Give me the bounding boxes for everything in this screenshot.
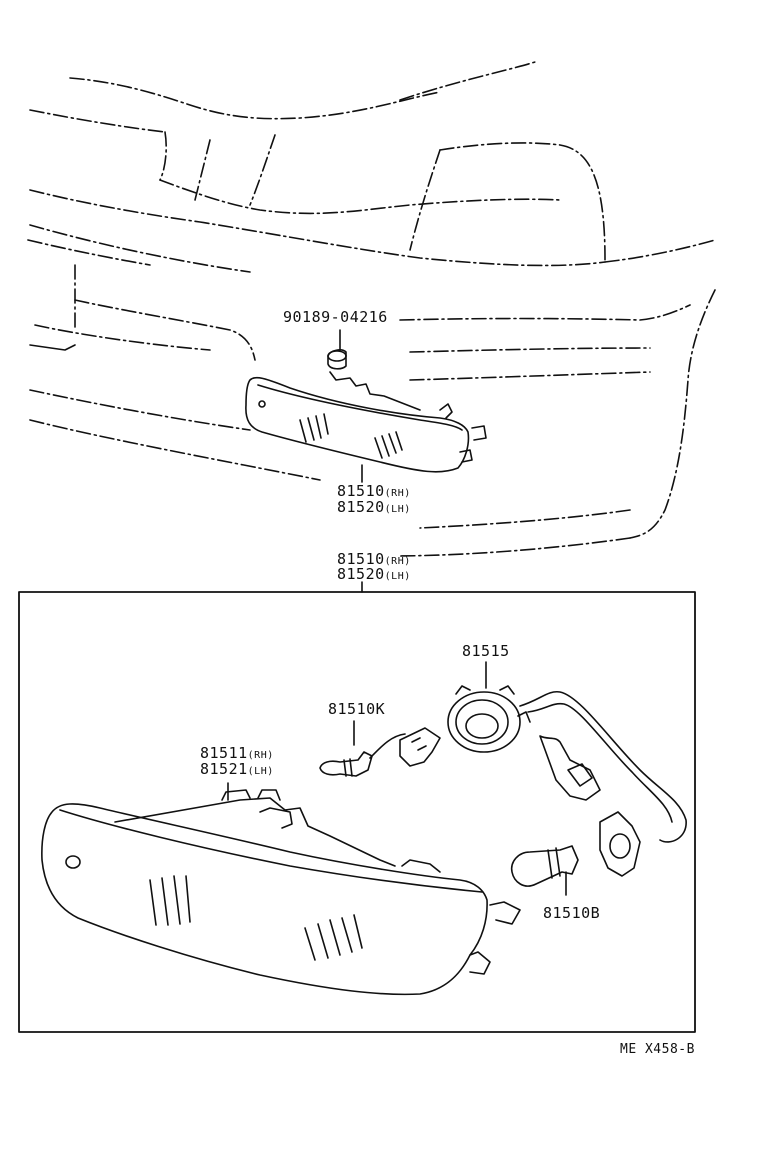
top-lamp-rh-number: 81510(RH) — [337, 484, 411, 499]
box-assembly-lh-number: 81520(LH) — [337, 567, 411, 582]
large-bulb — [510, 845, 579, 896]
clip-part-number: 90189-04216 — [283, 308, 388, 326]
car-body-outline — [27, 61, 716, 557]
top-lh-sfx: (LH) — [384, 504, 411, 515]
lens-lh-number: 81521(LH) — [200, 762, 274, 777]
lens-assembly — [41, 782, 521, 996]
box-lh-num: 81520 — [337, 565, 385, 583]
installed-turn-lamp — [245, 371, 487, 483]
lens-lh-sfx: (LH) — [247, 766, 274, 777]
lens-lh-num: 81521 — [200, 760, 248, 778]
top-lamp-lh-number: 81520(LH) — [337, 500, 411, 515]
lens-rh-number: 81511(RH) — [200, 746, 274, 761]
lens-rh-sfx: (RH) — [247, 750, 274, 761]
exploded-view-box — [18, 591, 696, 1033]
box-assembly-rh-number: 81510(RH) — [337, 552, 411, 567]
small-bulb-part-number: 81510K — [328, 700, 386, 718]
bumper-notch — [29, 344, 76, 351]
socket-part-number: 81515 — [462, 642, 510, 660]
lens-rh-num: 81511 — [200, 744, 248, 762]
box-lh-sfx: (LH) — [384, 571, 411, 582]
small-bulb-wire — [319, 720, 441, 777]
box-rh-sfx: (RH) — [384, 556, 411, 567]
top-rh-num: 81510 — [337, 482, 385, 500]
box-rh-num: 81510 — [337, 550, 385, 568]
top-lh-num: 81520 — [337, 498, 385, 516]
large-bulb-part-number: 81510B — [543, 904, 601, 922]
top-rh-sfx: (RH) — [384, 488, 411, 499]
diagram-code: ME X458-B — [620, 1042, 695, 1057]
clip-part — [327, 329, 347, 370]
socket-assembly — [447, 661, 687, 877]
